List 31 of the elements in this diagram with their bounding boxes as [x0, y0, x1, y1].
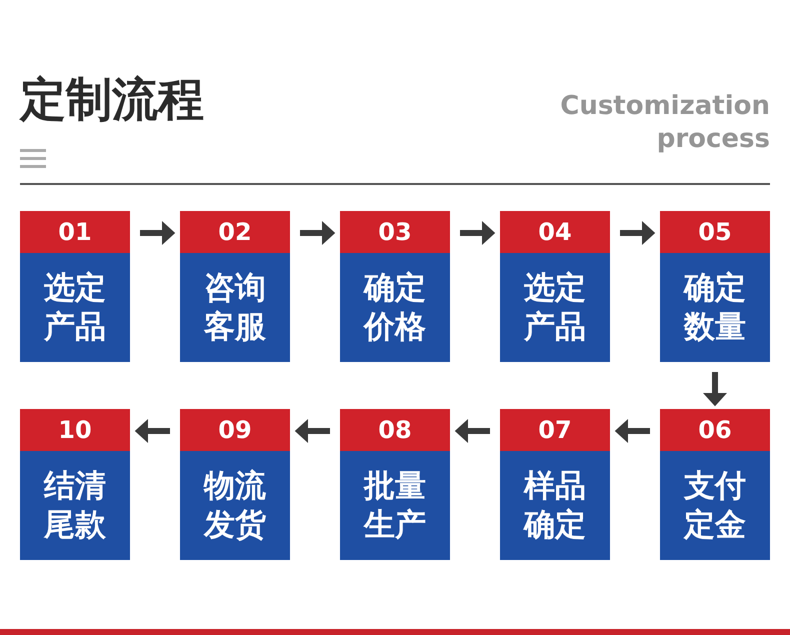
step-label: 结清尾款	[44, 466, 106, 544]
step-label: 咨询客服	[204, 268, 266, 346]
step-number: 03	[340, 211, 450, 253]
step-label: 选定产品	[524, 268, 586, 346]
step-number: 04	[500, 211, 610, 253]
title: 定制流程	[20, 72, 204, 128]
step-label: 批量生产	[364, 466, 426, 544]
step-number: 09	[180, 409, 290, 451]
step-number: 10	[20, 409, 130, 451]
step-number: 02	[180, 211, 290, 253]
arrow	[294, 419, 330, 443]
step-label: 确定数量	[684, 268, 746, 346]
step-label: 物流发货	[204, 466, 266, 544]
step-label: 确定价格	[364, 268, 426, 346]
step-number: 08	[340, 409, 450, 451]
step-label: 选定产品	[44, 268, 106, 346]
arrow	[614, 419, 650, 443]
arrow	[300, 221, 336, 245]
step-number: 06	[660, 409, 770, 451]
arrow	[460, 221, 496, 245]
arrow	[620, 221, 656, 245]
step-label: 样品确定	[524, 466, 586, 544]
step-number: 05	[660, 211, 770, 253]
arrow	[454, 419, 490, 443]
step-number: 01	[20, 211, 130, 253]
arrow	[703, 372, 727, 406]
subtitle: Customization process	[559, 90, 770, 155]
arrow	[134, 419, 170, 443]
arrow	[140, 221, 176, 245]
step-number: 07	[500, 409, 610, 451]
step-label: 支付定金	[684, 466, 746, 544]
